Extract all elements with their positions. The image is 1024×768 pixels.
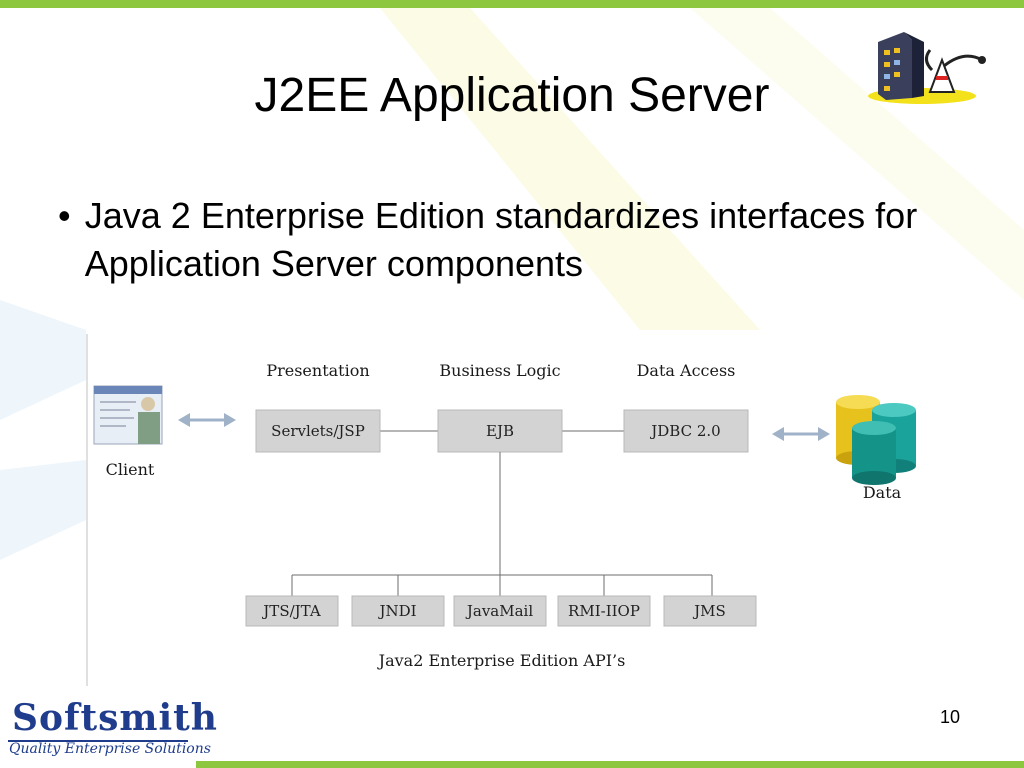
database-icon bbox=[836, 395, 916, 485]
api-box-jts bbox=[245, 595, 339, 627]
client-arrow-icon bbox=[178, 413, 236, 427]
tier-jdbc-box bbox=[623, 409, 749, 453]
api-label-jndi: JNDI bbox=[377, 602, 416, 620]
client-computer-icon bbox=[93, 385, 163, 445]
api-box-jms bbox=[663, 595, 757, 627]
api-label-jts: JTS/JTA bbox=[261, 602, 321, 620]
tier-servlets-box bbox=[255, 409, 381, 453]
company-logo-tagline: Quality Enterprise Solutions bbox=[9, 741, 211, 757]
header-data-access: Data Access bbox=[637, 361, 736, 380]
api-label-javamail: JavaMail bbox=[465, 602, 533, 620]
bullet-item: • Java 2 Enterprise Edition standardizes… bbox=[58, 192, 938, 288]
header-business-logic: Business Logic bbox=[439, 361, 560, 380]
data-label: Data bbox=[863, 483, 902, 502]
client-label: Client bbox=[106, 460, 155, 479]
bullet-dot: • bbox=[58, 195, 71, 236]
bottom-accent-bar bbox=[196, 761, 1024, 768]
server-mascot-icon bbox=[868, 32, 986, 104]
api-box-rmi bbox=[557, 595, 651, 627]
tier-ejb-box bbox=[437, 409, 563, 453]
company-logo-name: Softsmith bbox=[12, 697, 218, 739]
api-box-jndi bbox=[351, 595, 445, 627]
logo-divider bbox=[8, 740, 188, 742]
diagram-panel-edge bbox=[86, 334, 88, 686]
slide-title: J2EE Application Server bbox=[254, 69, 770, 122]
top-accent-bar bbox=[0, 0, 1024, 8]
api-label-jms: JMS bbox=[692, 602, 726, 620]
tier-servlets-label: Servlets/JSP bbox=[271, 422, 365, 440]
header-presentation: Presentation bbox=[266, 361, 369, 380]
diagram-caption: Java2 Enterprise Edition API’s bbox=[377, 651, 626, 670]
data-arrow-icon bbox=[772, 427, 830, 441]
api-label-rmi: RMI-IIOP bbox=[568, 602, 640, 620]
api-box-javamail bbox=[453, 595, 547, 627]
bullet-text: Java 2 Enterprise Edition standardizes i… bbox=[84, 195, 918, 284]
page-number: 10 bbox=[940, 707, 961, 727]
tier-ejb-label: EJB bbox=[486, 422, 514, 440]
tier-jdbc-label: JDBC 2.0 bbox=[649, 422, 720, 440]
diagram-panel bbox=[86, 334, 938, 686]
